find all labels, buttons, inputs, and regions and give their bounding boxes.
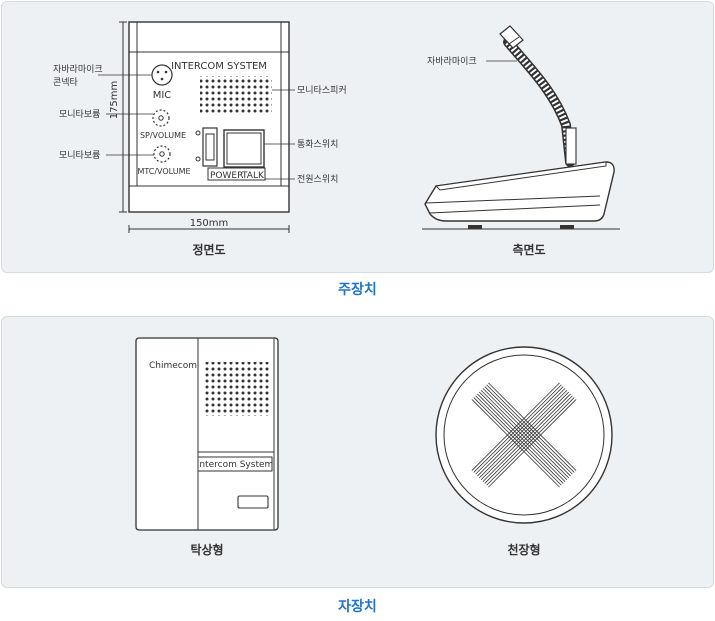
grille-line — [477, 388, 566, 477]
grille-line — [482, 388, 571, 477]
grille-line — [471, 399, 560, 488]
callout-mic-connector-line1: 자바라마이크 — [53, 64, 103, 75]
mic-label: MIC — [153, 90, 172, 101]
grille-line — [486, 397, 575, 486]
callout-monitor-volume-2: 모니타보륨 — [59, 150, 100, 161]
side-view: 자바라마이크 측면도 — [422, 25, 620, 257]
grille-line — [475, 395, 564, 484]
mtc-volume-knob-icon — [153, 145, 171, 163]
grille-line — [473, 397, 562, 486]
grille-line — [488, 399, 577, 488]
desk-system-label: Intercom System — [197, 460, 274, 470]
ceiling-speaker-cross-grille — [471, 382, 577, 488]
grille-line — [473, 384, 562, 473]
callout-power-switch: 전원스위치 — [297, 173, 338, 185]
desk-speaker-grille — [204, 362, 270, 416]
main-unit-title: 주장치 — [338, 282, 377, 298]
sub-unit-title: 자장치 — [338, 599, 377, 615]
callout-monitor-volume-1: 모니타보륨 — [59, 109, 100, 120]
grille-line — [477, 393, 566, 482]
sp-volume-label: SP/VOLUME — [140, 131, 186, 140]
mic-head-icon — [499, 25, 524, 49]
callout-mic-connector-line2: 콘넥타 — [53, 77, 79, 88]
grille-line — [482, 393, 571, 482]
mtc-volume-label: MTC/VOLUME — [137, 167, 190, 176]
front-view-caption: 정면도 — [192, 242, 225, 257]
gooseneck-mic — [503, 37, 575, 167]
grille-line — [484, 386, 573, 475]
desk-type-caption: 탁상형 — [190, 542, 223, 557]
front-view: 175mm INTERCOM SYSTEM MIC SP/VOLUME MTC/… — [53, 21, 347, 257]
grille-line — [484, 395, 573, 484]
side-view-caption: 측면도 — [512, 242, 545, 257]
callout-gooseneck-mic: 자바라마이크 — [427, 56, 477, 67]
grille-line — [478, 391, 568, 481]
talk-label: TALK — [241, 171, 265, 181]
grille-line — [488, 382, 577, 471]
ceiling-type-caption: 천장형 — [507, 542, 540, 557]
mic-connector-icon — [151, 64, 173, 86]
monitor-speaker-grille — [200, 76, 272, 114]
ceiling-type-unit: 천장형 — [435, 346, 613, 557]
width-dimension-label: 150mm — [190, 218, 229, 229]
power-label: POWER — [210, 171, 243, 181]
grille-line — [471, 382, 560, 471]
sp-volume-knob-icon — [152, 109, 170, 127]
grille-line — [480, 391, 570, 481]
ceiling-unit-inner-ring — [443, 354, 605, 516]
height-dimension-label: 175mm — [109, 81, 120, 120]
grille-line — [478, 389, 568, 479]
grille-line — [475, 386, 564, 475]
grille-line — [480, 389, 570, 479]
callout-talk-switch: 통화스위치 — [297, 138, 338, 150]
intercom-system-label: INTERCOM SYSTEM — [171, 61, 267, 72]
front-device-body — [128, 21, 290, 213]
grille-line — [486, 384, 575, 473]
desk-call-button — [237, 495, 269, 509]
desk-brand-label: Chimecom — [149, 361, 197, 371]
callout-monitor-speaker: 모니타스피커 — [297, 85, 347, 96]
main-unit-panel — [1, 1, 714, 273]
desk-type-unit: Chimecom Intercom System 탁상형 — [135, 337, 279, 557]
